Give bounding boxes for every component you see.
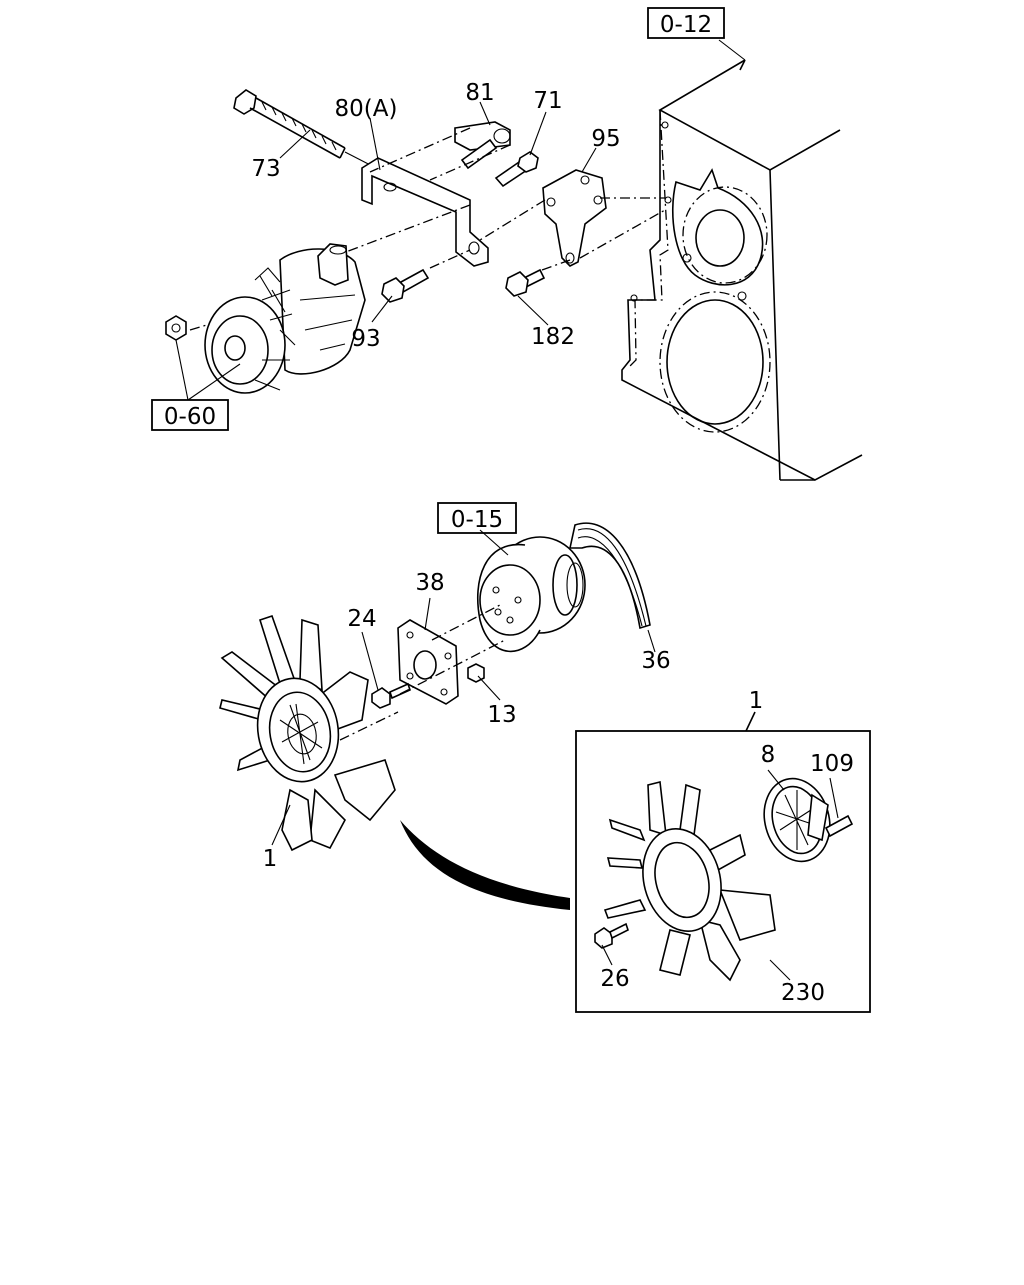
- ref-label-0-60: 0-60: [164, 404, 216, 430]
- ref-box-0-12: [647, 7, 725, 39]
- ref-box-0-60: [151, 399, 229, 431]
- part-label-13: 13: [487, 702, 516, 728]
- part-label-71: 71: [533, 88, 562, 114]
- ref-label-0-15: 0-15: [451, 507, 503, 533]
- part-label-73: 73: [251, 156, 280, 182]
- part-label-1-detail: 1: [749, 688, 764, 714]
- pump-assembly-drawing: [165, 89, 666, 394]
- detail-box: [575, 711, 871, 1013]
- fan-assembly-drawing: [219, 522, 651, 910]
- part-label-8: 8: [761, 742, 776, 768]
- ref-label-0-12: 0-12: [660, 12, 712, 38]
- part-label-182: 182: [531, 324, 575, 350]
- part-label-36: 36: [641, 648, 670, 674]
- ref-box-0-15: [437, 502, 517, 534]
- part-label-230: 230: [781, 980, 825, 1006]
- part-label-93: 93: [351, 326, 380, 352]
- part-label-95: 95: [591, 126, 620, 152]
- part-label-1-fan: 1: [263, 846, 278, 872]
- part-label-81: 81: [465, 80, 494, 106]
- part-label-24: 24: [347, 606, 376, 632]
- leader-lines: [175, 39, 839, 981]
- part-label-109: 109: [810, 751, 854, 777]
- part-label-26: 26: [600, 966, 629, 992]
- part-label-38: 38: [415, 570, 444, 596]
- part-label-80a: 80(A): [335, 96, 398, 122]
- engine-block-drawing: [621, 59, 863, 481]
